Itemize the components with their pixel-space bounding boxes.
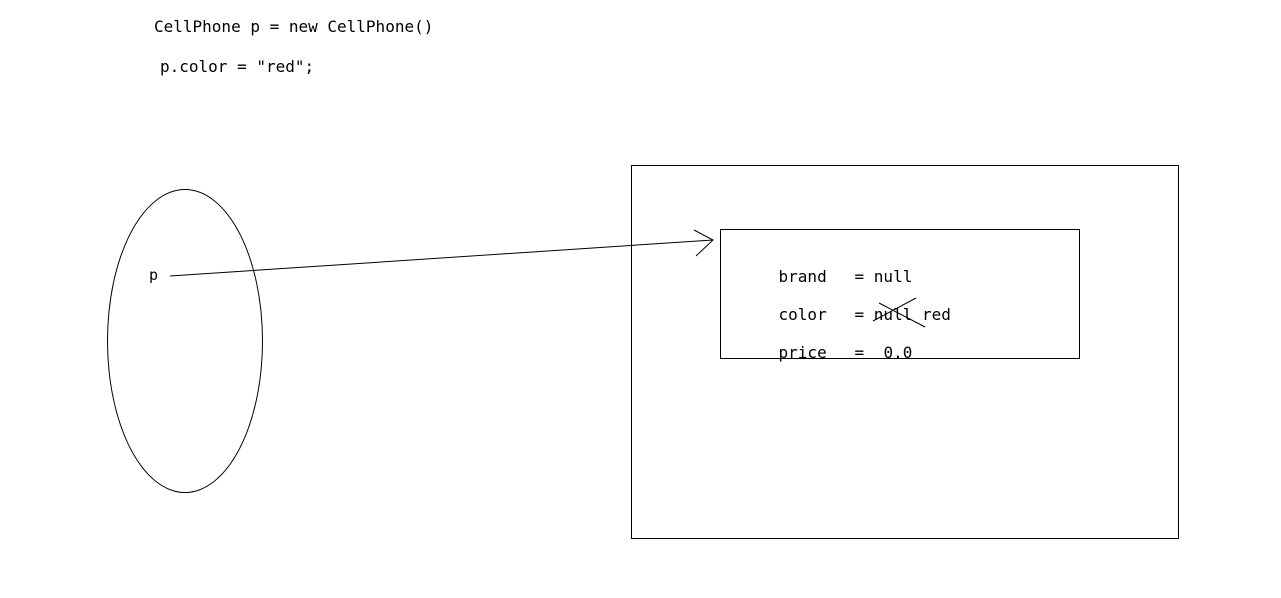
stack-memory-ellipse	[107, 189, 263, 493]
field-price-name: price	[778, 343, 827, 362]
field-brand-name: brand	[778, 267, 827, 286]
code-line-new-object: CellPhone p = new CellPhone()	[154, 17, 434, 36]
cellphone-object-box: brand = null color = null red price = 0.0	[720, 229, 1080, 362]
field-color-eq: =	[854, 305, 874, 324]
field-price-eq: =	[854, 343, 884, 362]
field-color-old-value: null	[872, 297, 926, 328]
field-brand-value: null	[873, 267, 913, 286]
code-line-assign-color: p.color = "red";	[160, 57, 315, 76]
field-price: price = 0.0	[740, 323, 913, 383]
field-color-old-value-text: null	[873, 305, 913, 324]
field-brand-eq: =	[854, 267, 874, 286]
field-color-name: color	[778, 305, 827, 324]
heap-memory-box	[631, 165, 1179, 539]
reference-variable-p: p	[149, 266, 159, 284]
field-brand: brand = null	[740, 247, 913, 307]
field-color-new-value: red	[921, 305, 951, 324]
field-price-value: 0.0	[883, 343, 913, 362]
